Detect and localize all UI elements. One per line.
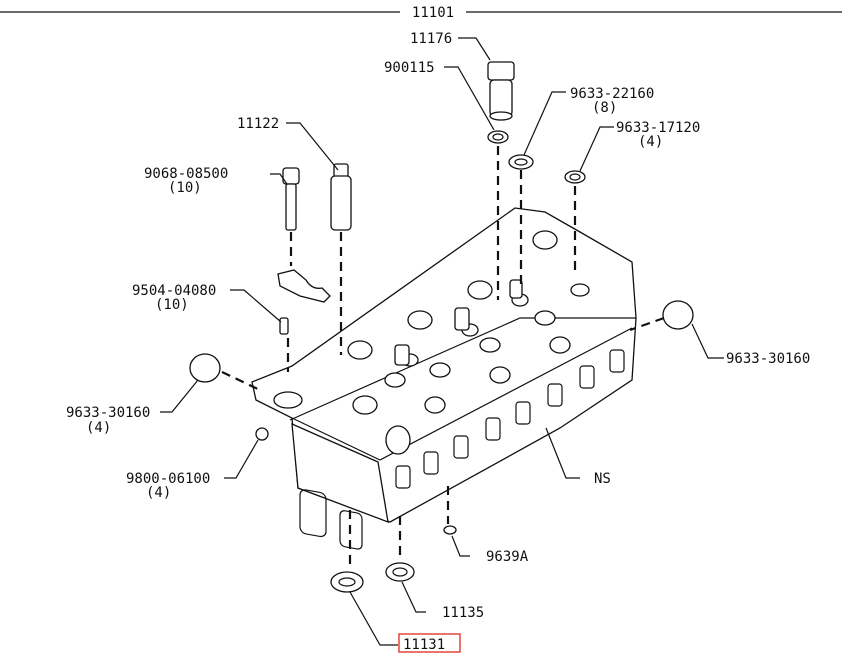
callout-9068-08500: 9068-08500 [144, 166, 228, 182]
callout-11135: 11135 [442, 605, 484, 621]
leader-lines [160, 37, 724, 646]
callout-9800-06100: 9800-06100 [126, 471, 210, 487]
callout-9504-04080-qty: (10) [155, 297, 189, 313]
part-bearing-cap [277, 269, 331, 303]
callout-9633-22160-qty: (8) [592, 100, 617, 116]
head-front-face [291, 422, 389, 524]
callout-9068-08500-qty: (10) [168, 180, 202, 196]
part-9504-04080-dowel [279, 317, 289, 335]
part-11176-injector-sleeve [487, 61, 515, 121]
callout-9800-06100-qty: (4) [146, 485, 171, 501]
part-9633-17120-seal [564, 170, 586, 184]
callout-9633-22160: 9633-22160 [570, 86, 654, 102]
part-11131-seal [330, 571, 364, 593]
part-9633-30160-plug-left [189, 353, 221, 383]
deck-bosses [347, 230, 590, 455]
callout-9633-17120: 9633-17120 [616, 120, 700, 136]
callout-900115: 900115 [384, 60, 435, 76]
side-ports [395, 349, 625, 489]
part-9639A-plug [443, 525, 457, 535]
callout-9639a: 9639A [486, 549, 529, 565]
callout-11131: 11131 [403, 637, 445, 653]
part-900115-o-ring [487, 130, 509, 144]
part-9800-06100-ball [255, 427, 269, 441]
callout-ns: NS [594, 471, 611, 487]
part-11135-seal [385, 562, 415, 582]
callout-labels: 11176 900115 9633-22160 (8) 9633-17120 (… [66, 31, 810, 653]
part-9633-22160-seal [508, 154, 534, 170]
part-9633-30160-plug-right [662, 300, 694, 330]
callout-9633-30160-left-qty: (4) [86, 420, 111, 436]
group-header: 11101 [0, 5, 842, 21]
callout-9633-30160-left: 9633-30160 [66, 405, 150, 421]
part-9068-08500-bolt [282, 167, 300, 231]
part-11122-valve-guide [330, 163, 352, 231]
callout-11131-highlight-box [398, 633, 461, 653]
cylinder-head-drawing [251, 207, 637, 550]
group-number: 11101 [412, 5, 454, 21]
callout-11122: 11122 [237, 116, 279, 132]
callout-9633-17120-qty: (4) [638, 134, 663, 150]
callout-11176: 11176 [410, 31, 452, 47]
callout-9504-04080: 9504-04080 [132, 283, 216, 299]
assembly-lines [221, 146, 665, 570]
callout-9633-30160-right: 9633-30160 [726, 351, 810, 367]
